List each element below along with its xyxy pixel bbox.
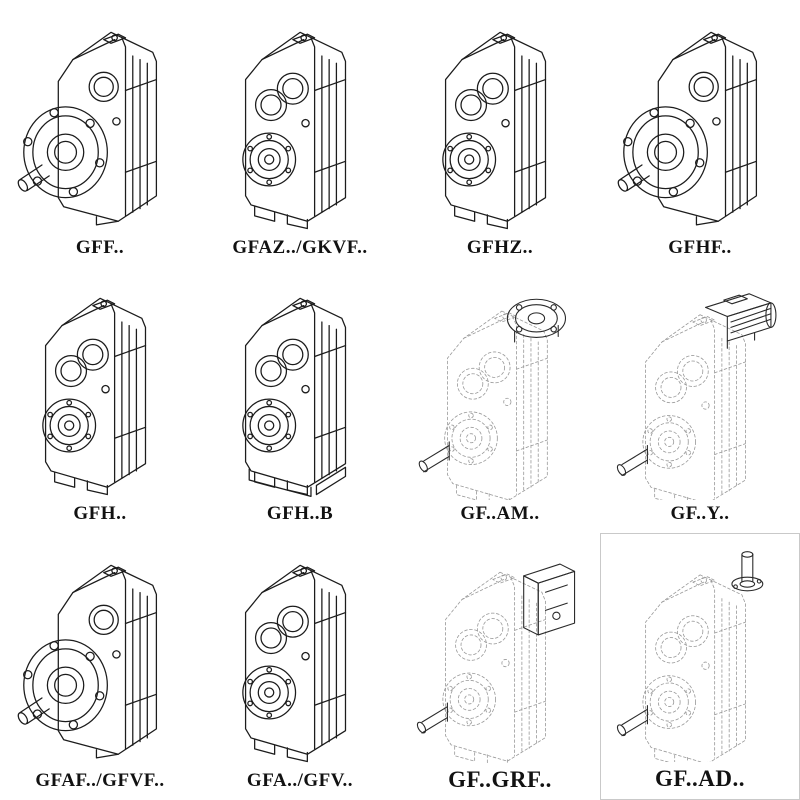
model-label-gfhf: GFHF.. [668, 236, 732, 258]
catalog-cell-gfh: GFH.. [0, 267, 200, 534]
gearbox-drawing-gf-y [606, 282, 794, 500]
catalog-cell-gf-am: GF..AM.. [400, 267, 600, 534]
model-label-gff: GFF.. [75, 236, 125, 258]
model-label-gfh-b: GFH..B [266, 503, 334, 525]
gearbox-drawing-gfh-b [206, 282, 394, 500]
catalog-cell-gfaz-gkvf: GFAZ../GKVF.. [200, 0, 400, 267]
gearbox-drawing-gf-am [406, 282, 594, 500]
model-label-gf-y: GF..Y.. [670, 503, 730, 525]
gearbox-drawing-gfaf-gfvf [6, 549, 194, 767]
gearbox-drawing-gf-grf [406, 545, 594, 763]
model-label-gfaz-gkvf: GFAZ../GKVF.. [232, 236, 368, 258]
model-label-gf-grf: GF..GRF.. [448, 766, 552, 792]
catalog-cell-gf-ad: GF..AD.. [600, 533, 800, 800]
gearbox-drawing-gfhz [406, 16, 594, 234]
catalog-cell-gf-y: GF..Y.. [600, 267, 800, 534]
gearbox-drawing-gfh [6, 282, 194, 500]
gearbox-drawing-gfaz-gkvf [206, 16, 394, 234]
gearbox-drawing-gf-ad [607, 544, 793, 762]
catalog-cell-gfhz: GFHZ.. [400, 0, 600, 267]
model-label-gfh: GFH.. [73, 503, 127, 525]
catalog-cell-gfh-b: GFH..B [200, 267, 400, 534]
model-label-gf-ad: GF..AD.. [654, 765, 746, 791]
gearbox-drawing-gfa-gfv [206, 549, 394, 767]
catalog-cell-gfhf: GFHF.. [600, 0, 800, 267]
gearbox-drawing-gfhf [606, 16, 794, 234]
catalog-cell-gfa-gfv: GFA../GFV.. [200, 533, 400, 800]
model-label-gfa-gfv: GFA../GFV.. [246, 770, 354, 792]
catalog-cell-gf-grf: GF..GRF.. [400, 533, 600, 800]
catalog-cell-gff: GFF.. [0, 0, 200, 267]
catalog-cell-gfaf-gfvf: GFAF../GFVF.. [0, 533, 200, 800]
gearbox-drawing-gff [6, 16, 194, 234]
model-label-gfhz: GFHZ.. [466, 236, 534, 258]
model-label-gf-am: GF..AM.. [460, 503, 540, 525]
model-label-gfaf-gfvf: GFAF../GFVF.. [35, 770, 165, 792]
